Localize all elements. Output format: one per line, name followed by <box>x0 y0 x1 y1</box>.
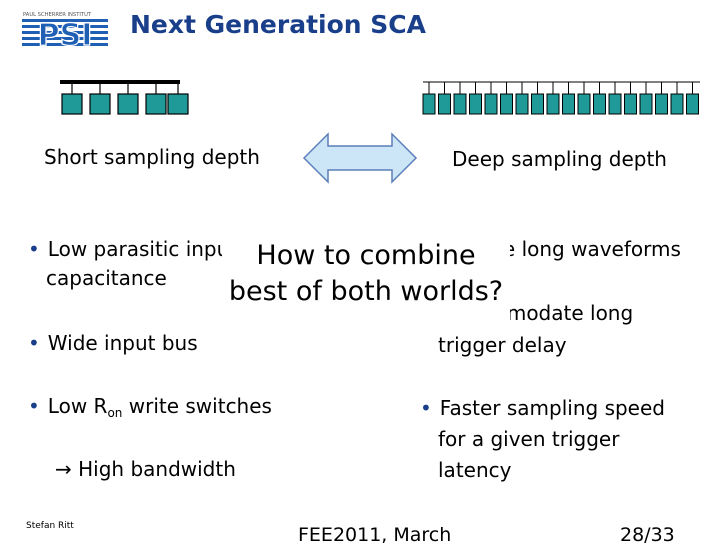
left-bullet-3-sub: on <box>107 406 123 420</box>
left-bullet-3-pre: Low R <box>47 394 108 418</box>
left-bullet-3-post: write switches <box>122 394 272 418</box>
deep-cell <box>655 93 668 115</box>
deep-cell <box>469 93 482 115</box>
deep-cell <box>686 93 699 115</box>
left-bullet-2-text: Wide input bus <box>47 331 198 355</box>
bandwidth-text: High bandwidth <box>78 457 236 481</box>
deep-cell <box>484 93 498 115</box>
footer-page: 28/33 <box>620 524 675 546</box>
deep-cell <box>608 93 622 115</box>
short-sampling-diagram <box>60 80 189 115</box>
psi-logo: PAUL SCHERRER INSTITUT PSI <box>22 12 108 46</box>
deep-cell <box>438 93 451 115</box>
right-arrow-icon: → <box>55 457 72 481</box>
left-bullet-1-line1: Low parasitic input <box>47 237 238 261</box>
deep-cell <box>577 93 591 115</box>
right-bullet-3: •Faster sampling speed <box>420 396 665 420</box>
short-cell <box>167 93 189 115</box>
short-cell <box>89 93 111 115</box>
short-cell <box>61 93 83 115</box>
short-sampling-caption: Short sampling depth <box>44 145 260 169</box>
right-bullet-3-line2: for a given trigger <box>438 427 620 451</box>
footer-author: Stefan Ritt <box>26 521 74 531</box>
combine-question-line1: How to combine <box>256 240 476 271</box>
combine-question-box: How to combine best of both worlds? <box>222 238 510 328</box>
short-cell <box>117 93 139 115</box>
deep-sampling-diagram <box>422 81 700 115</box>
deep-cell <box>624 93 637 115</box>
left-bullet-1: •Low parasitic input <box>28 237 238 261</box>
short-input-bus <box>60 80 180 84</box>
combine-question-line2: best of both worlds? <box>228 276 504 307</box>
footer-event: FEE2011, March <box>298 524 452 546</box>
short-cell <box>145 93 167 115</box>
deep-cell <box>562 93 575 115</box>
deep-cell <box>593 93 606 115</box>
left-bullet-2: •Wide input bus <box>28 331 198 355</box>
deep-cell <box>422 93 436 115</box>
right-bullet-2-cont: trigger delay <box>438 333 567 357</box>
deep-cell <box>546 93 560 115</box>
deep-sampling-caption: Deep sampling depth <box>452 147 667 171</box>
left-bullet-1-cont: capacitance <box>46 266 167 290</box>
deep-cell <box>531 93 544 115</box>
logo-main-text: PSI <box>38 18 93 46</box>
page-title: Next Generation SCA <box>130 10 426 39</box>
logo-top-text: PAUL SCHERRER INSTITUT <box>23 12 92 18</box>
deep-cell <box>639 93 653 115</box>
deep-cell <box>500 93 513 115</box>
bandwidth-result: → High bandwidth <box>55 454 236 484</box>
deep-cell <box>453 93 467 115</box>
deep-cell <box>515 93 529 115</box>
double-arrow-icon <box>302 132 418 184</box>
right-bullet-3-line3: latency <box>438 458 512 482</box>
right-bullet-3-line1: Faster sampling speed <box>439 396 665 420</box>
left-bullet-3: •Low Ron write switches <box>28 394 272 420</box>
deep-cell <box>670 93 684 115</box>
